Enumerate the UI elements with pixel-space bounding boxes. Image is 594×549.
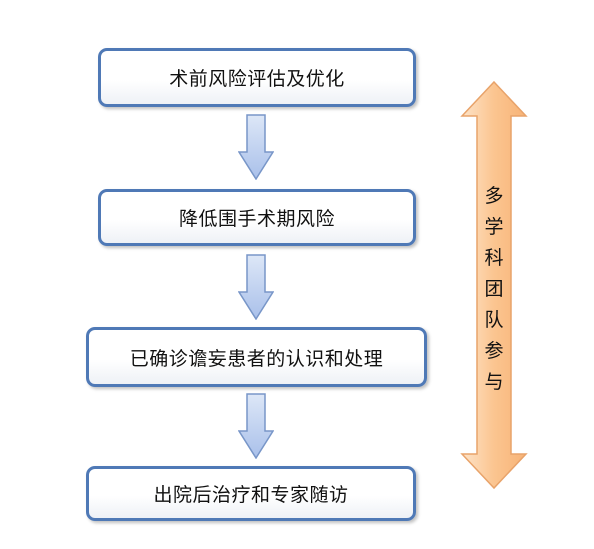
down-arrow-icon <box>238 393 274 459</box>
step-box-followup: 出院后治疗和专家随访 <box>86 466 416 521</box>
side-label-char: 团 <box>484 278 504 300</box>
step-label: 术前风险评估及优化 <box>169 68 345 90</box>
down-arrow-icon <box>238 114 274 180</box>
side-label-char: 科 <box>484 247 504 269</box>
step-label: 出院后治疗和专家随访 <box>153 484 349 506</box>
side-label-char: 参 <box>484 340 504 362</box>
step-box-reduce-risk: 降低围手术期风险 <box>98 189 416 246</box>
side-label-char: 学 <box>484 216 504 238</box>
side-label-char: 队 <box>484 309 504 331</box>
step-box-delirium-management: 已确诊谵妄患者的认识和处理 <box>86 327 427 387</box>
side-label-char: 多 <box>484 185 504 207</box>
down-arrow-icon <box>238 254 274 320</box>
step-box-preop-assessment: 术前风险评估及优化 <box>98 48 416 107</box>
step-label: 降低围手术期风险 <box>178 208 335 230</box>
multidisciplinary-team-label: 多 学 科 团 队 参 与 <box>480 184 508 394</box>
double-arrow-icon <box>460 80 528 490</box>
side-label-char: 与 <box>484 371 504 393</box>
step-label: 已确诊谵妄患者的认识和处理 <box>129 347 384 370</box>
